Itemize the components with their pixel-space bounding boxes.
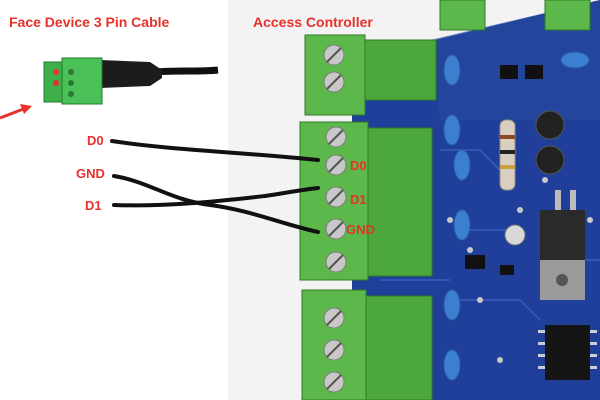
cable-pin-gnd-label: GND — [76, 166, 105, 181]
wire-d1 — [112, 186, 320, 208]
top-connectors — [439, 0, 591, 31]
terminal-block-top — [304, 34, 437, 116]
terminal-block-bottom — [301, 289, 433, 400]
cable-pin-d0-label: D0 — [87, 133, 104, 148]
smd-components — [465, 65, 543, 275]
terminal-block-wiegand — [299, 121, 433, 281]
controller-title: Access Controller — [253, 14, 373, 30]
wire-gnd — [112, 174, 320, 234]
ic-chip — [538, 325, 597, 380]
voltage-regulator — [540, 190, 585, 300]
controller-pin-d0-label: D0 — [350, 158, 367, 173]
pointer-arrow — [0, 104, 32, 120]
cable-pin-d1-label: D1 — [85, 198, 102, 213]
cable-title: Face Device 3 Pin Cable — [9, 14, 170, 30]
controller-pin-d1-label: D1 — [350, 192, 367, 207]
wire-d0 — [110, 139, 320, 162]
resistor — [499, 119, 516, 191]
electrolytic-capacitors — [504, 110, 565, 246]
controller-pin-gnd-label: GND — [346, 222, 375, 237]
wires — [110, 139, 320, 234]
blue-capacitors — [443, 51, 590, 381]
face-device-cable — [43, 57, 219, 105]
